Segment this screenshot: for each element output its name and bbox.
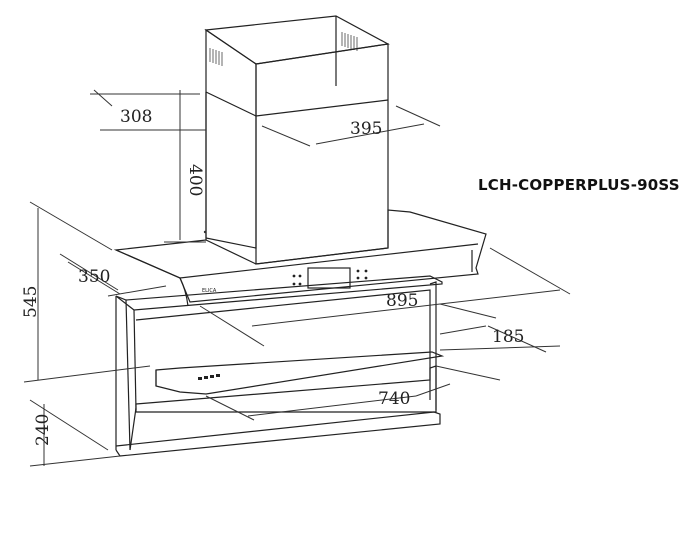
dim-400-label: 400: [185, 164, 205, 196]
dimension-labels: 308 395 400 545 350 895 185 740 240: [21, 107, 524, 446]
dim-895-label: 895: [386, 291, 418, 311]
display-panel: [307, 267, 351, 289]
chimney-vent-left: [209, 48, 223, 66]
dim-395-label: 395: [350, 119, 382, 139]
hood-body: ELICA: [113, 209, 487, 457]
dimension-lines: [23, 89, 571, 467]
dim-740-label: 740: [378, 389, 410, 409]
shelf-buttons: [198, 374, 220, 380]
chimney-vent-right: [341, 32, 358, 51]
dim-240-label: 240: [33, 414, 53, 446]
dim-350-label: 350: [78, 267, 110, 287]
brand-mark: ELICA: [202, 288, 217, 294]
dim-185-label: 185: [492, 327, 524, 347]
dim-545-label: 545: [21, 286, 41, 318]
control-buttons: [292, 269, 368, 286]
model-label: LCH-COPPERPLUS-90SS: [478, 176, 680, 194]
dim-308-label: 308: [120, 107, 152, 127]
